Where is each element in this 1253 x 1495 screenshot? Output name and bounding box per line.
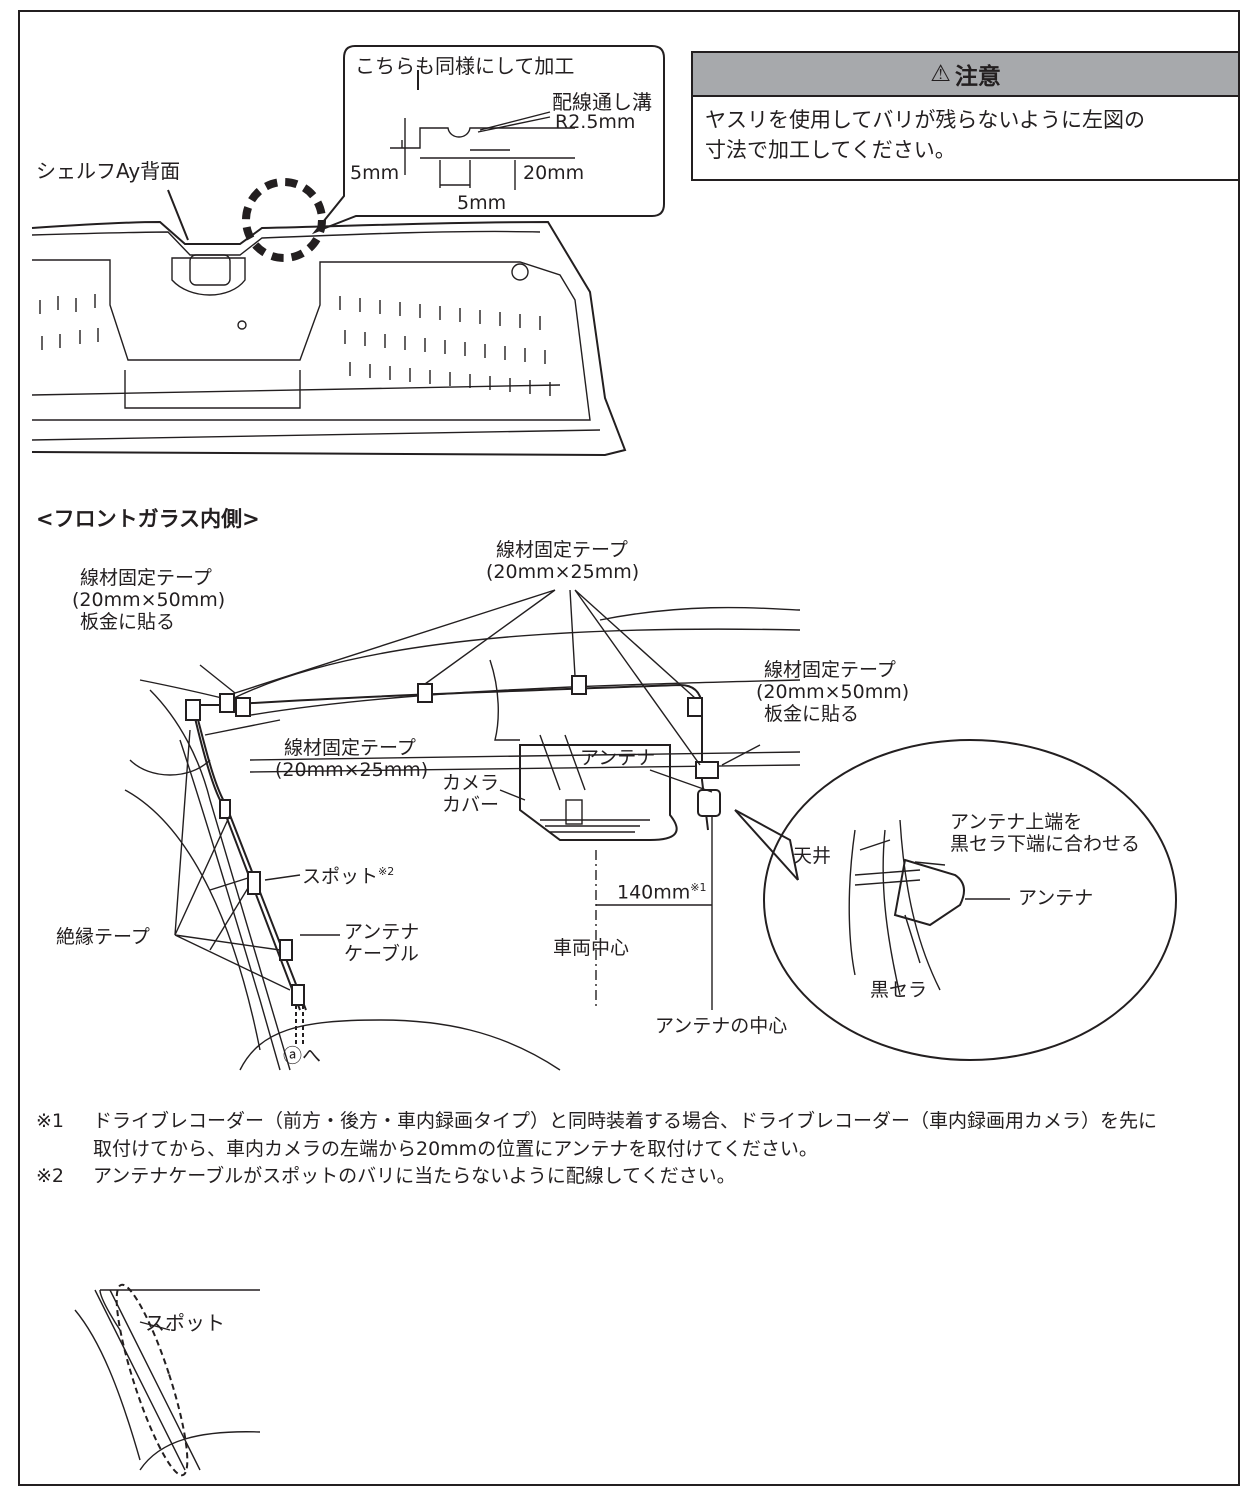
camera-cover-label-1: カメラ (442, 772, 500, 794)
caution-box: ⚠ 注意 ヤスリを使用してバリが残らないように左図の 寸法で加工してください。 (691, 51, 1240, 181)
tape-mid-label: 線材固定テープ (284, 737, 416, 759)
dimension-20mm: 20mm (523, 162, 585, 184)
vehicle-center-label: 車両中心 (553, 937, 630, 959)
section-title: <フロントガラス内側> (36, 507, 260, 531)
tape-mid-size: (20mm×25mm) (275, 759, 429, 781)
ceiling-label: 天井 (793, 845, 832, 867)
to-a-label: ⓐへ (283, 1045, 322, 1067)
callout-label: こちらも同様にして加工 (355, 54, 575, 78)
dimension-5mm-vertical: 5mm (350, 162, 400, 184)
rear-shelf-drawing (31, 178, 627, 457)
windshield-drawing (124, 589, 1177, 1071)
dimension-140mm-ref: ※1 (690, 881, 707, 894)
spot-label-text: スポット (302, 865, 379, 888)
tape-right-label: 線材固定テープ (764, 659, 896, 681)
footnote-2: ※2 アンテナケーブルがスポットのバリに当たらないように配線してください。 (36, 1163, 1236, 1191)
insulation-tape-label: 絶縁テープ (56, 926, 150, 948)
warning-icon: ⚠ (930, 61, 951, 87)
antenna-center-label: アンテナの中心 (655, 1015, 788, 1037)
tape-right-size: (20mm×50mm) (756, 681, 910, 703)
footnotes: ※1 ドライブレコーダー（前方・後方・車内録画タイプ）と同時装着する場合、ドライ… (36, 1108, 1236, 1191)
shelf-label: シェルフAy背面 (36, 159, 181, 183)
footnote-1: ※1 ドライブレコーダー（前方・後方・車内録画タイプ）と同時装着する場合、ドライ… (36, 1108, 1236, 1163)
radius-label: R2.5mm (555, 111, 636, 133)
antenna-cable-label-2: ケーブル (344, 943, 419, 965)
bubble-antenna-label: アンテナ (1018, 887, 1094, 909)
caution-text: ヤスリを使用してバリが残らないように左図の 寸法で加工してください。 (705, 108, 1145, 163)
dimension-5mm-horizontal: 5mm (457, 192, 507, 214)
align-label-2: 黒セラ下端に合わせる (950, 833, 1141, 855)
spot-figure-label: スポット (145, 1311, 225, 1335)
antenna-cable-label-1: アンテナ (344, 921, 420, 943)
antenna-label: アンテナ (580, 747, 656, 769)
page-frame (18, 10, 1240, 1486)
align-label-1: アンテナ上端を (950, 811, 1083, 833)
spot-ref: ※2 (378, 865, 395, 878)
spot-label: スポット※2 (302, 865, 395, 888)
tape-left-note: 板金に貼る (80, 611, 176, 633)
caution-header: ⚠ 注意 (693, 53, 1238, 97)
camera-cover-label-2: カバー (442, 794, 500, 816)
tape-left-label: 線材固定テープ (80, 567, 212, 589)
tape-top-size: (20mm×25mm) (486, 561, 640, 583)
dimension-140mm: 140mm※1 (617, 881, 707, 904)
callout-box (311, 45, 665, 235)
footnote-2-text: アンテナケーブルがスポットのバリに当たらないように配線してください。 (93, 1165, 736, 1188)
tape-top-label: 線材固定テープ (496, 539, 628, 561)
footnote-1-mark: ※1 (36, 1110, 65, 1132)
tape-right-note: 板金に貼る (764, 703, 860, 725)
tape-left-size: (20mm×50mm) (72, 589, 226, 611)
footnote-1-text: ドライブレコーダー（前方・後方・車内録画タイプ）と同時装着する場合、ドライブレコ… (93, 1110, 1158, 1160)
spot-figure-drawing (74, 1283, 261, 1477)
caution-title: 注意 (954, 64, 1001, 90)
dimension-140mm-value: 140mm (617, 881, 691, 904)
black-ceramic-label: 黒セラ (870, 979, 928, 1001)
groove-label: 配線通し溝 (552, 90, 652, 114)
footnote-2-mark: ※2 (36, 1165, 65, 1188)
